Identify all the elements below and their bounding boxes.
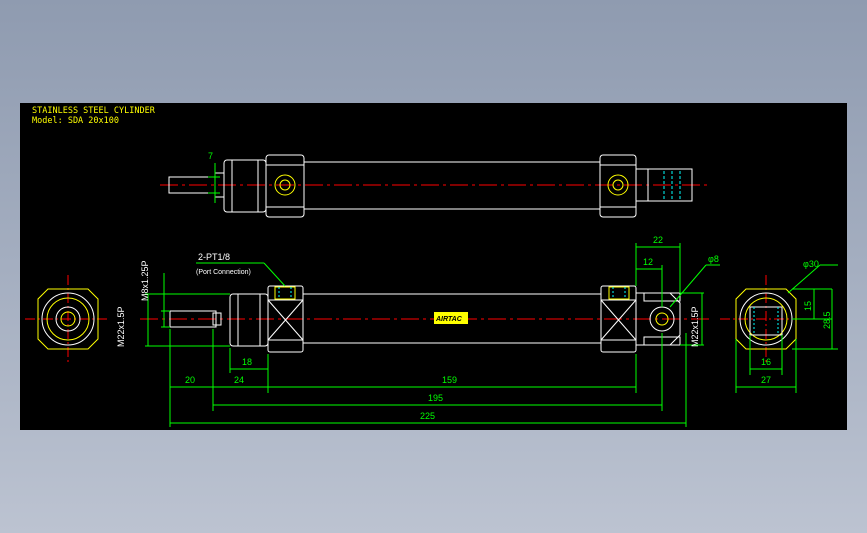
side-view bbox=[140, 285, 710, 353]
dim-22-label: 22 bbox=[653, 235, 663, 245]
dim-15-label: 15 bbox=[803, 301, 813, 311]
dim-225-label: 225 bbox=[420, 411, 435, 421]
left-end-view bbox=[25, 275, 110, 365]
thread-callout-rear bbox=[680, 292, 704, 346]
brand-badge bbox=[434, 312, 468, 324]
dim-phi8-label: φ8 bbox=[708, 254, 719, 264]
port-label: 2-PT1/8 bbox=[198, 252, 230, 262]
dim-195-label: 195 bbox=[428, 393, 443, 403]
thread-rear-label: M22x1.5P bbox=[690, 306, 700, 347]
thread-rod-label: M8x1.25P bbox=[140, 260, 150, 301]
dims-right-end bbox=[735, 264, 838, 393]
dim-24-label: 24 bbox=[234, 375, 244, 385]
drawing-model: Model: SDA 20x100 bbox=[32, 116, 119, 126]
dims-bottom bbox=[169, 329, 687, 427]
thread-front-label: M22x1.5P bbox=[116, 306, 126, 347]
dim-12-label: 12 bbox=[643, 257, 653, 267]
dim-20-label: 20 bbox=[185, 375, 195, 385]
dim-27-label: 27 bbox=[761, 375, 771, 385]
dim-16-label: 16 bbox=[761, 357, 771, 367]
dim-phi30-label: φ30 bbox=[803, 259, 819, 269]
port-note: (Port Connection) bbox=[196, 269, 251, 276]
drawing-title: STAINLESS STEEL CYLINDER bbox=[32, 106, 156, 116]
top-view bbox=[160, 154, 710, 218]
dims-top-right bbox=[635, 243, 720, 308]
dim-28-5-label: 28.5 bbox=[822, 311, 832, 329]
port-leader bbox=[196, 262, 286, 287]
cad-drawing-canvas: STAINLESS STEEL CYLINDER Model: SDA 20x1… bbox=[20, 103, 847, 430]
thread-callouts-left bbox=[145, 273, 230, 347]
dim-18-label: 18 bbox=[242, 357, 252, 367]
dim-159-label: 159 bbox=[442, 375, 457, 385]
brand-badge-text: AIRTAC bbox=[435, 316, 463, 323]
dim-7-label: 7 bbox=[208, 151, 213, 161]
dim-7 bbox=[208, 163, 220, 203]
